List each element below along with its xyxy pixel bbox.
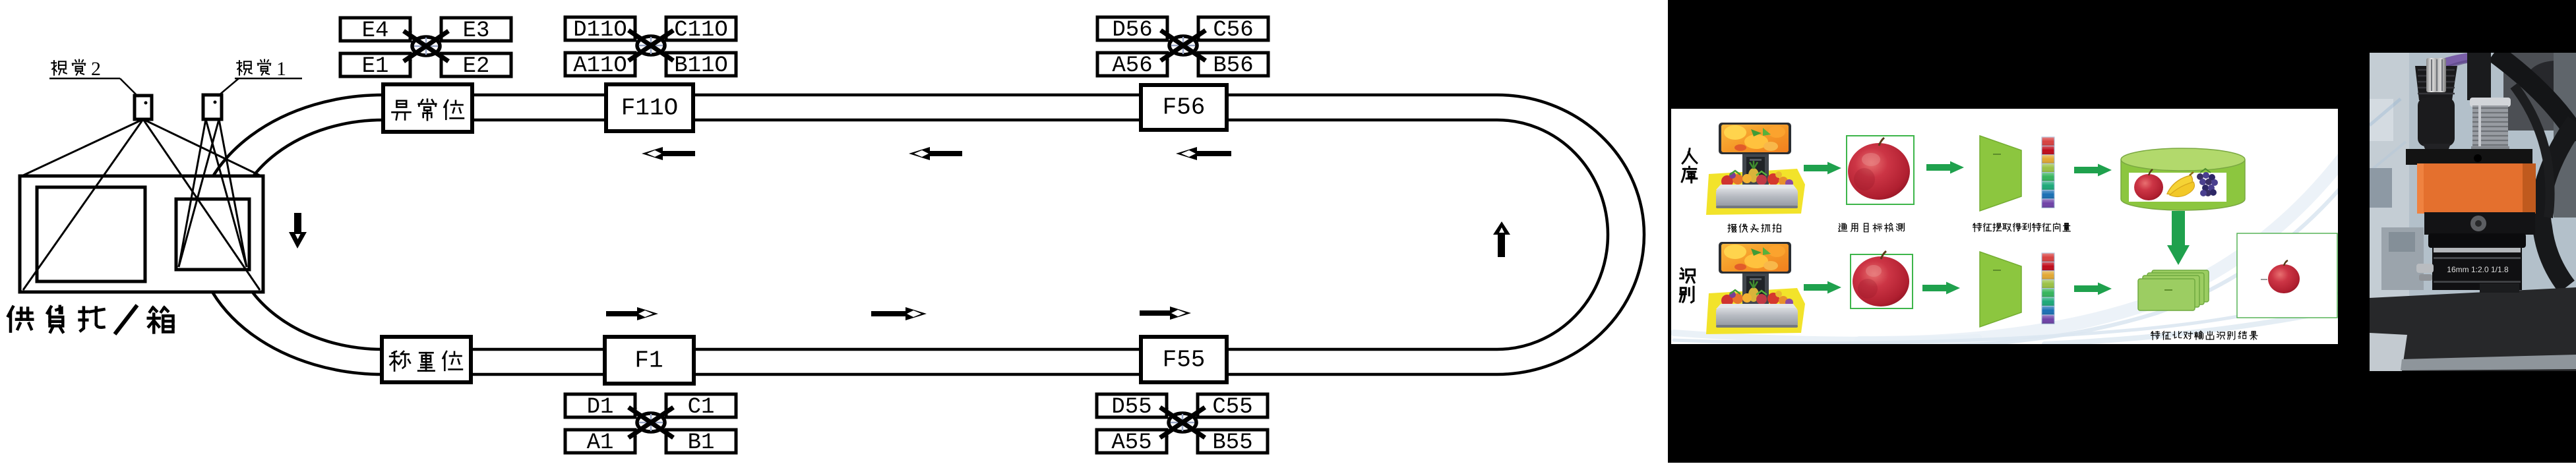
svg-text:E1: E1 bbox=[362, 54, 389, 79]
svg-text:C11O: C11O bbox=[674, 18, 728, 43]
svg-text:E2: E2 bbox=[463, 54, 490, 79]
svg-text:C55: C55 bbox=[1212, 395, 1252, 420]
svg-text:F55: F55 bbox=[1163, 347, 1206, 374]
svg-text:E3: E3 bbox=[463, 18, 490, 44]
svg-text:F1: F1 bbox=[634, 347, 663, 374]
svg-text:A11O: A11O bbox=[573, 53, 627, 78]
svg-text:B55: B55 bbox=[1212, 430, 1252, 455]
svg-text:A55: A55 bbox=[1111, 430, 1151, 455]
svg-text:B1: B1 bbox=[688, 430, 715, 455]
svg-text:A1: A1 bbox=[587, 430, 614, 455]
svg-text:D1: D1 bbox=[587, 395, 614, 420]
svg-text:B56: B56 bbox=[1213, 53, 1253, 78]
svg-text:E4: E4 bbox=[362, 18, 389, 44]
svg-text:F56: F56 bbox=[1163, 94, 1206, 121]
svg-text:D55: D55 bbox=[1111, 395, 1151, 420]
svg-text:C56: C56 bbox=[1213, 18, 1253, 43]
svg-text:B11O: B11O bbox=[674, 53, 728, 78]
svg-text:D11O: D11O bbox=[573, 18, 627, 43]
svg-text:D56: D56 bbox=[1112, 18, 1152, 43]
svg-text:2: 2 bbox=[91, 58, 101, 80]
svg-text:1: 1 bbox=[276, 58, 286, 80]
svg-text:C1: C1 bbox=[688, 395, 715, 420]
svg-text:16mm 1:2.0 1/1.8: 16mm 1:2.0 1/1.8 bbox=[2447, 265, 2509, 274]
svg-text:A56: A56 bbox=[1112, 53, 1152, 78]
svg-text:F11O: F11O bbox=[621, 95, 678, 122]
